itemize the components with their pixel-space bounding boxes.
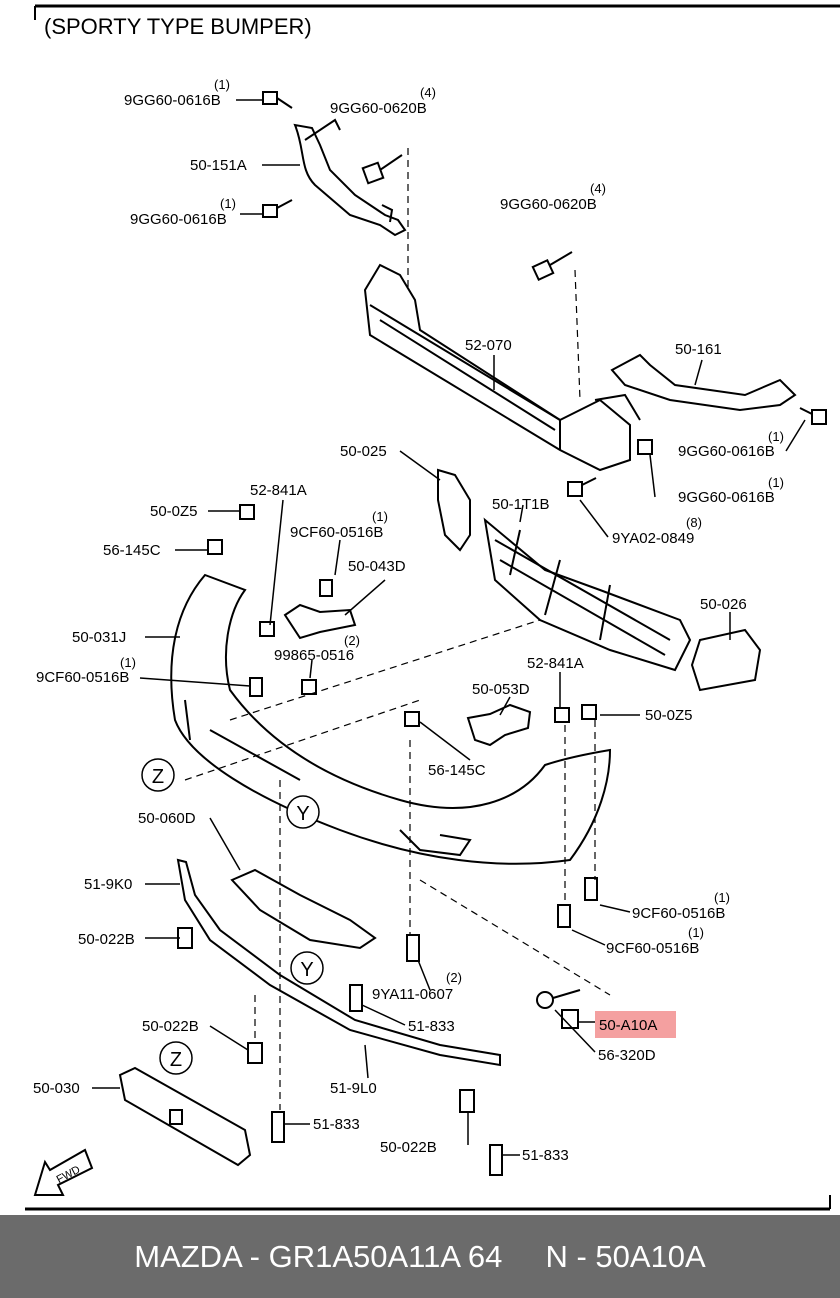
bumper-reinforcement-part <box>363 263 641 472</box>
part-label: 51-9K0 <box>84 876 132 893</box>
bolt-icon <box>531 251 573 282</box>
callout-z-bottom: Z <box>159 1041 193 1075</box>
bolt-icon <box>262 91 293 109</box>
part-label: 50-022B <box>78 931 135 948</box>
svg-text:Z: Z <box>170 1049 182 1071</box>
qty-label: (1) <box>220 196 236 211</box>
forward-arrow-icon: FWD <box>33 1148 94 1196</box>
part-label: 50-031J <box>72 629 126 646</box>
bolt-icon <box>361 154 403 185</box>
part-label: 56-145C <box>428 762 486 779</box>
svg-text:Y: Y <box>300 959 313 981</box>
part-label: 50-030 <box>33 1080 80 1097</box>
part-label: 9YA02-0849 <box>612 530 694 547</box>
clip-icon <box>177 927 503 1176</box>
part-label: 50-026 <box>700 596 747 613</box>
side-grille-50-025-part <box>437 468 471 552</box>
part-label: 99865-0516 <box>274 647 354 664</box>
part-label: 50-022B <box>380 1139 437 1156</box>
qty-label: (2) <box>446 970 462 985</box>
lower-lip-part <box>176 858 501 1067</box>
part-label: 9YA11-0607 <box>372 986 453 1003</box>
part-label: 50-022B <box>142 1018 199 1035</box>
part-label: 9CF60-0516B <box>606 940 699 957</box>
part-label: 52-070 <box>465 337 512 354</box>
bumper-fascia-part <box>170 573 612 865</box>
leader-lines <box>92 99 806 1156</box>
bolt-icon <box>799 407 827 425</box>
part-label: 9CF60-0516B <box>632 905 725 922</box>
part-label: 9CF60-0516B <box>290 524 383 541</box>
highlight-box <box>595 1011 676 1038</box>
part-label: 50-1T1B <box>492 496 550 513</box>
part-label: 51-833 <box>313 1116 360 1133</box>
callout-y-bottom: Y <box>290 951 324 985</box>
part-label: 50-0Z5 <box>150 503 198 520</box>
qty-label: (8) <box>686 515 702 530</box>
qty-label: (4) <box>420 85 436 100</box>
part-labels: (1) 9GG60-0616B (4) 9GG60-0620B 50-151A … <box>33 77 784 1164</box>
part-label: 51-833 <box>408 1018 455 1035</box>
part-label: 50-053D <box>472 681 530 698</box>
part-label: 9CF60-0516B <box>36 669 129 686</box>
diagram-canvas: (SPORTY TYPE BUMPER) <box>25 4 840 1211</box>
qty-label: (2) <box>344 633 360 648</box>
part-label: 50-043D <box>348 558 406 575</box>
qty-label: (1) <box>768 475 784 490</box>
footer-bar <box>0 1215 840 1298</box>
clip-icon <box>207 504 598 928</box>
diagram-title: (SPORTY TYPE BUMPER) <box>44 14 312 39</box>
under-cover-part <box>230 868 377 950</box>
dashed-guide-lines <box>184 148 611 1110</box>
side-grille-50-026-part <box>690 628 762 692</box>
qty-label: (1) <box>214 77 230 92</box>
part-label: 9GG60-0616B <box>130 211 227 228</box>
part-label: 51-833 <box>522 1147 569 1164</box>
part-label: 51-9L0 <box>330 1080 377 1097</box>
part-label-highlighted: 50-A10A <box>599 1017 657 1034</box>
part-label: 50-0Z5 <box>645 707 693 724</box>
part-label: 50-060D <box>138 810 196 827</box>
bracket-50-053D-part <box>466 703 532 747</box>
part-label: 9GG60-0616B <box>678 489 775 506</box>
part-label: 9GG60-0620B <box>330 100 427 117</box>
qty-label: (1) <box>372 509 388 524</box>
license-plate-bracket-part <box>118 1066 252 1167</box>
bolt-icon <box>262 199 293 218</box>
part-label: 50-025 <box>340 443 387 460</box>
qty-label: (1) <box>768 429 784 444</box>
part-label: 9GG60-0616B <box>124 92 221 109</box>
bolt-icon <box>567 477 597 497</box>
svg-text:Z: Z <box>152 766 164 788</box>
footer-part-number: MAZDA - GR1A50A11A 64 N - 50A10A <box>134 1239 706 1274</box>
tow-hook-part <box>536 989 581 1029</box>
qty-label: (4) <box>590 181 606 196</box>
part-label: 56-320D <box>598 1047 656 1064</box>
part-label: 56-145C <box>103 542 161 559</box>
callout-z-top: Z <box>141 758 175 792</box>
qty-label: (1) <box>714 890 730 905</box>
callout-y-top: Y <box>286 795 320 829</box>
bracket-50-151A-part <box>293 118 407 237</box>
part-label: 50-161 <box>675 341 722 358</box>
bracket-50-043D-part <box>283 603 357 640</box>
part-label: 52-841A <box>527 655 584 672</box>
part-label: 50-151A <box>190 157 247 174</box>
qty-label: (1) <box>688 925 704 940</box>
bolt-icon <box>637 439 653 455</box>
part-label: 9GG60-0616B <box>678 443 775 460</box>
part-label: 9GG60-0620B <box>500 196 597 213</box>
center-grille-50-1T1B-part <box>483 517 692 672</box>
svg-text:Y: Y <box>296 803 309 825</box>
part-label: 52-841A <box>250 482 307 499</box>
bracket-50-161-part <box>610 353 797 412</box>
qty-label: (1) <box>120 655 136 670</box>
